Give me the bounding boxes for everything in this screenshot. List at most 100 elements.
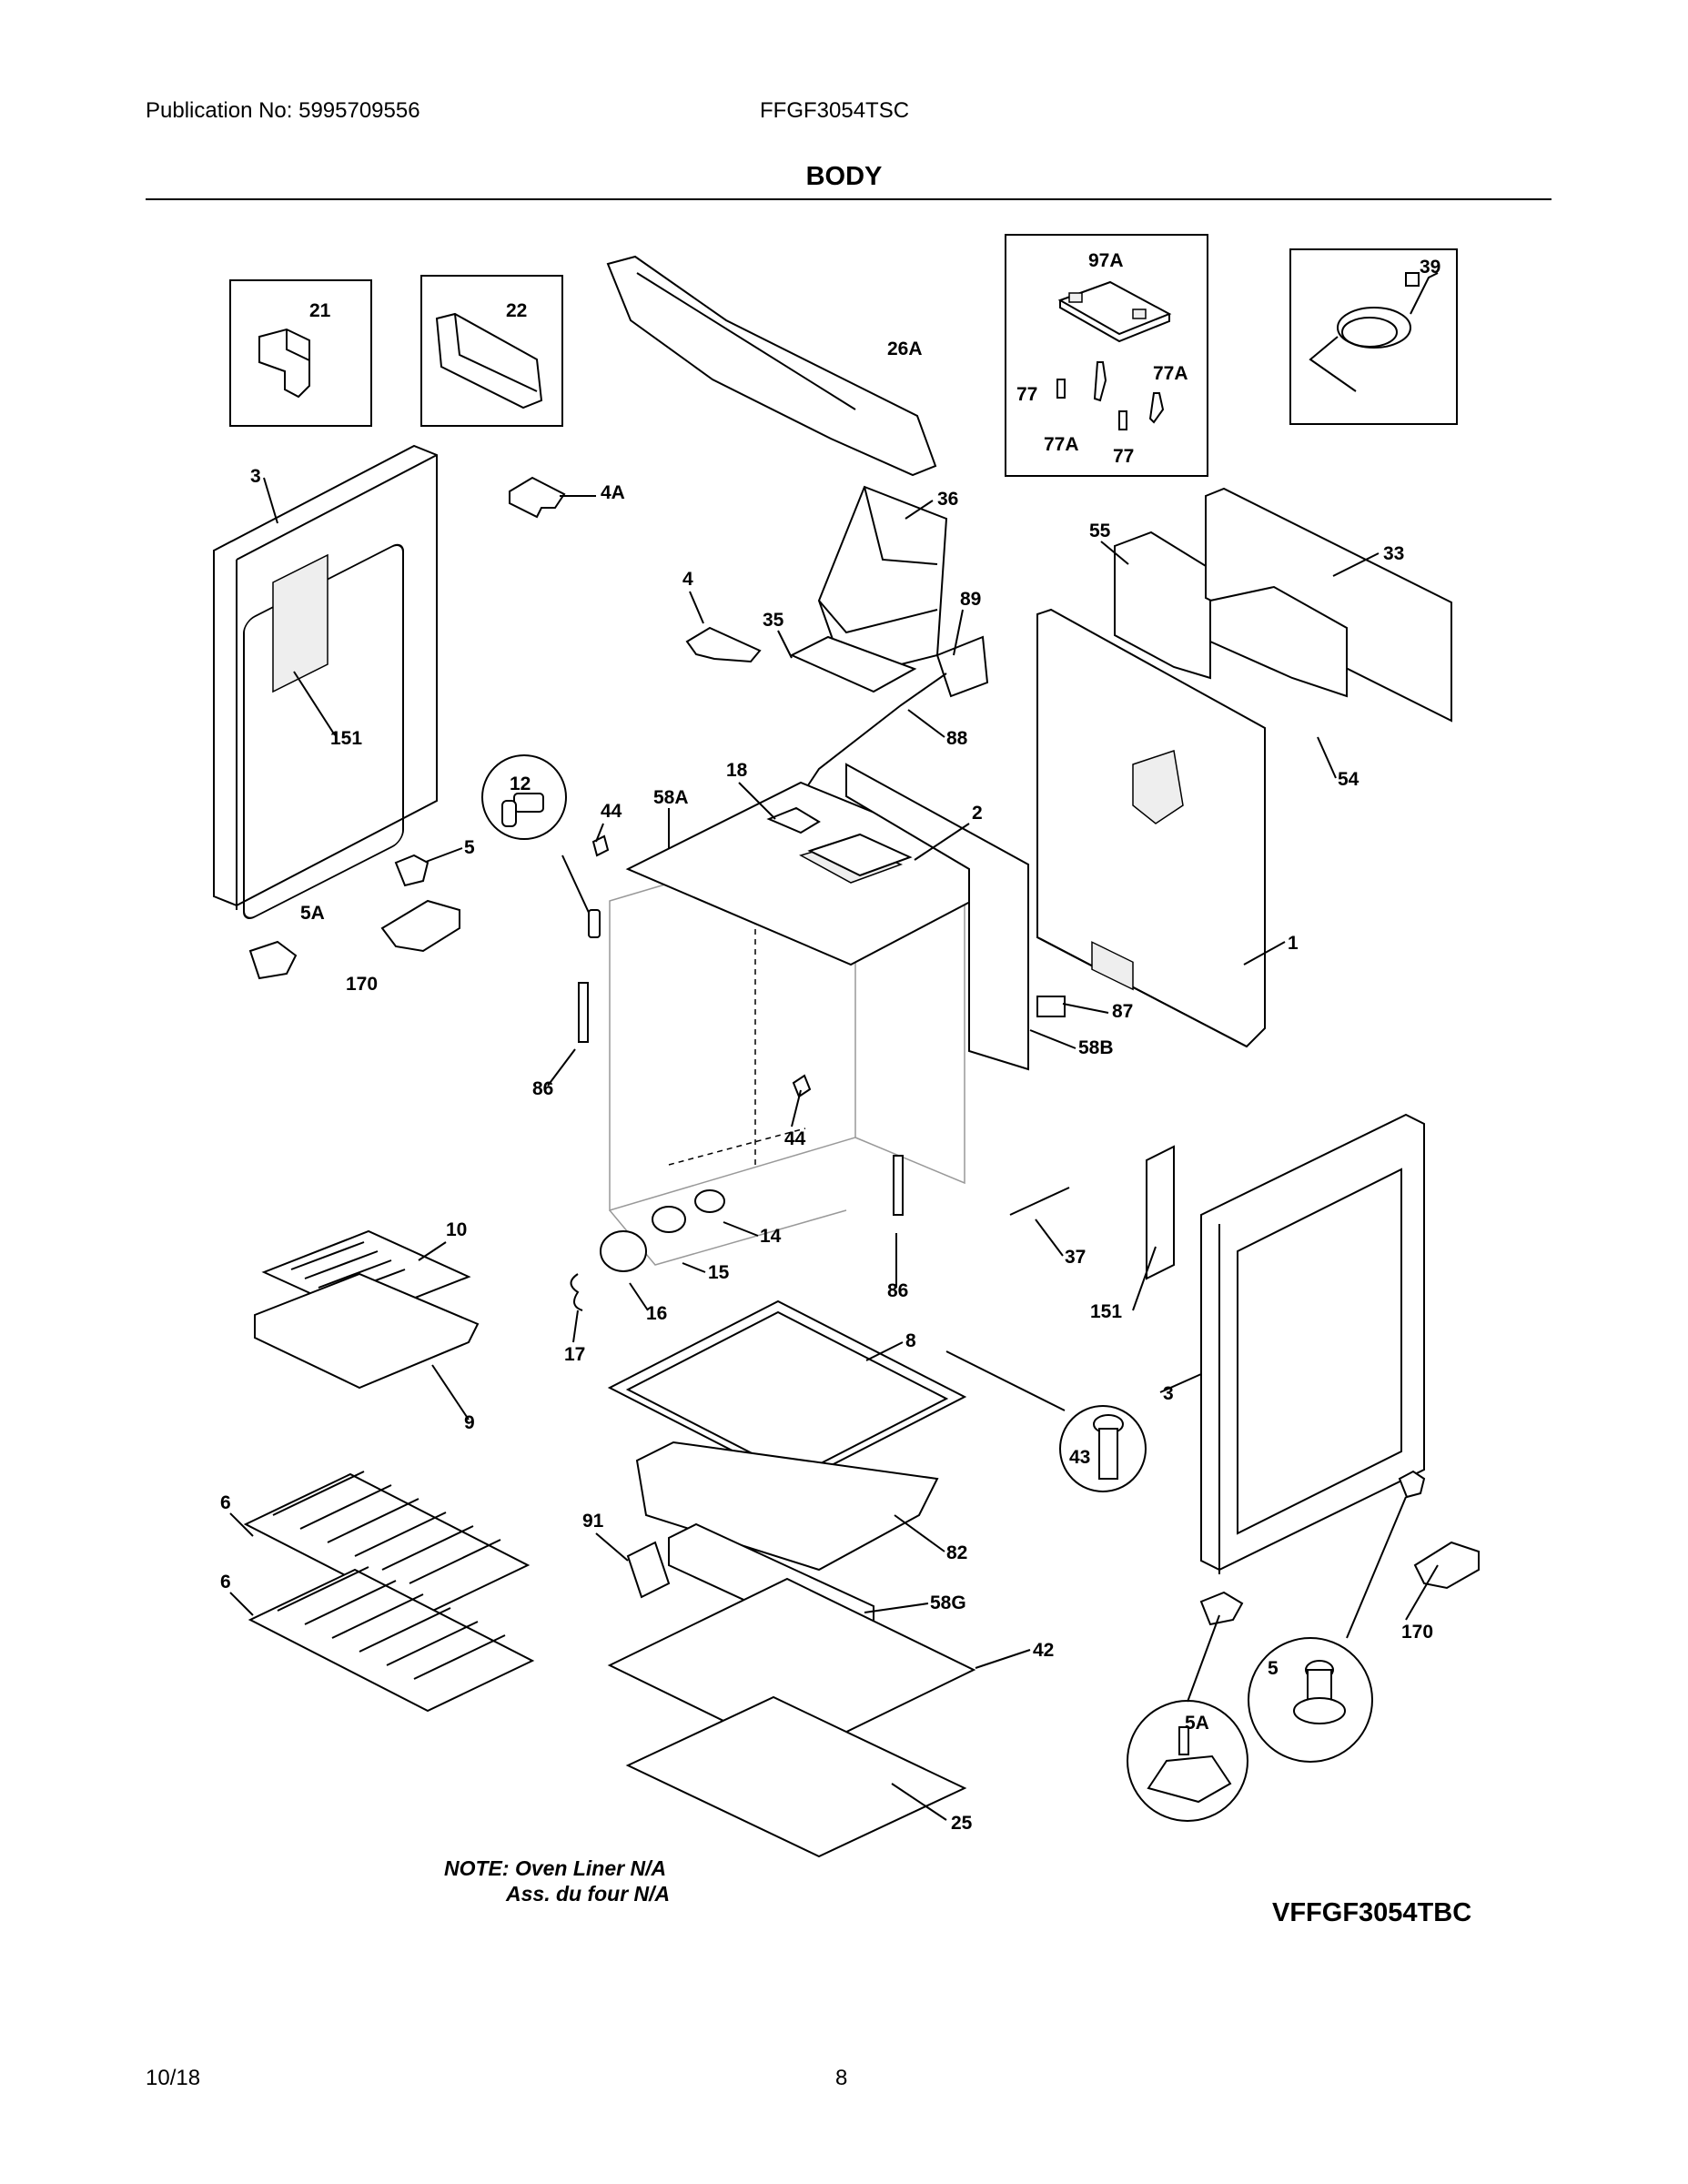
- callout-1: 1: [1288, 933, 1299, 954]
- part-6-rack-lower: [248, 1566, 535, 1713]
- part-97A-board: [1057, 280, 1172, 343]
- callout-54: 54: [1338, 769, 1359, 790]
- callout-36: 36: [937, 489, 958, 510]
- inset-box-39: [1289, 248, 1458, 425]
- callout-97A: 97A: [1088, 250, 1124, 271]
- inset-box-22: [420, 275, 563, 427]
- part-43-leader: [945, 1350, 1066, 1411]
- callout-170-right: 170: [1401, 1622, 1433, 1643]
- callout-39: 39: [1420, 257, 1440, 278]
- callout-4A: 4A: [601, 482, 625, 503]
- callout-5A-left: 5A: [300, 903, 325, 924]
- note-line-2: Ass. du four N/A: [506, 1882, 671, 1906]
- callout-9: 9: [464, 1412, 475, 1433]
- part-88-wire: [800, 672, 947, 797]
- callout-170-left: 170: [346, 974, 378, 995]
- callout-87: 87: [1112, 1001, 1133, 1022]
- part-1-back-panel: [1036, 608, 1266, 1048]
- part-43-screw: [1093, 1414, 1124, 1480]
- callout-89: 89: [960, 589, 981, 610]
- part-12-detail-circle: [481, 754, 567, 840]
- part-58B-insulation: [845, 763, 1029, 1071]
- callout-58A: 58A: [653, 787, 689, 808]
- part-37-icon: [1009, 1187, 1070, 1216]
- callout-22: 22: [506, 300, 527, 321]
- part-82-shield: [635, 1441, 939, 1572]
- callout-14: 14: [760, 1226, 782, 1247]
- inset-box-97A: [1005, 234, 1208, 477]
- part-33-back-panel: [1205, 487, 1452, 723]
- part-5-leveler-right: [1398, 1470, 1426, 1499]
- callout-16: 16: [646, 1303, 667, 1324]
- part-17-clip: [570, 1273, 583, 1311]
- part-26A-bracket: [606, 255, 937, 477]
- part-2-plate: [807, 833, 913, 877]
- part-170-bracket-right: [1413, 1541, 1480, 1590]
- part-87-icon: [1036, 996, 1066, 1017]
- callout-3-left: 3: [250, 466, 261, 487]
- callout-15: 15: [708, 1262, 730, 1283]
- part-5A-foot-right: [1199, 1591, 1244, 1626]
- callout-6-upper: 6: [220, 1492, 231, 1513]
- callout-77-lower: 77: [1113, 446, 1134, 467]
- part-43-detail-circle: [1059, 1405, 1147, 1492]
- callout-43: 43: [1069, 1447, 1090, 1468]
- part-91-bracket: [626, 1541, 671, 1599]
- part-77-spacers: [1056, 361, 1165, 430]
- page-number: 8: [835, 2066, 848, 2090]
- callout-91: 91: [582, 1511, 604, 1532]
- callout-25: 25: [951, 1813, 973, 1834]
- part-5-detail-circle: [1248, 1637, 1373, 1763]
- part-5-leveler-left: [394, 854, 430, 887]
- callout-55: 55: [1089, 521, 1111, 541]
- callout-151-left: 151: [330, 728, 362, 749]
- callout-8: 8: [905, 1330, 916, 1351]
- callout-77A-right: 77A: [1153, 363, 1188, 384]
- callout-77-upper: 77: [1016, 384, 1037, 405]
- page-title: BODY: [805, 162, 883, 191]
- part-16-lens: [600, 1230, 647, 1272]
- callout-17: 17: [564, 1344, 585, 1365]
- part-3-left-side-panel: [213, 444, 438, 919]
- part-5A-leader-right: [1187, 1614, 1220, 1703]
- part-9-broil-pan: [254, 1272, 480, 1390]
- callout-5A-right: 5A: [1185, 1713, 1209, 1734]
- callout-44-lower: 44: [784, 1128, 806, 1149]
- part-4-icon: [685, 626, 762, 663]
- callout-58G: 58G: [930, 1592, 966, 1613]
- callout-35: 35: [763, 610, 784, 631]
- callout-3-right: 3: [1163, 1383, 1174, 1404]
- part-86-bracket-left: [578, 982, 589, 1043]
- callout-leaders: [229, 477, 1439, 1821]
- part-5-leveler-detail: [1293, 1660, 1346, 1724]
- callout-10: 10: [446, 1219, 467, 1240]
- note-line-1: NOTE: Oven Liner N/A: [444, 1856, 667, 1880]
- part-12-icon: [501, 793, 544, 827]
- callout-12: 12: [510, 774, 531, 794]
- callout-26A: 26A: [887, 339, 923, 359]
- part-36-icon: [817, 485, 948, 680]
- part-12-sensor: [588, 909, 601, 938]
- part-44-clip-upper: [591, 834, 610, 857]
- part-170-bracket-left: [380, 899, 460, 953]
- header-rule: [146, 198, 1552, 200]
- callout-18: 18: [726, 760, 748, 781]
- part-21-icon: [258, 328, 310, 399]
- callout-37: 37: [1065, 1247, 1086, 1268]
- callout-151-right: 151: [1090, 1301, 1122, 1322]
- part-12-leader: [561, 854, 591, 915]
- part-86-bracket-right: [893, 1155, 904, 1216]
- part-3-right-side-panel: [1200, 1113, 1425, 1574]
- part-18-icon: [766, 806, 821, 834]
- part-5-leader-right: [1346, 1496, 1407, 1639]
- part-39-cord: [1309, 272, 1439, 392]
- part-35-icon: [789, 635, 917, 693]
- callout-88: 88: [946, 728, 968, 749]
- callout-5-left: 5: [464, 837, 475, 858]
- inset-box-21: [229, 279, 372, 427]
- part-55-icon: [1114, 531, 1211, 680]
- part-4A-icon: [509, 476, 566, 519]
- callout-6-lower: 6: [220, 1572, 231, 1592]
- footer-date: 10/18: [146, 2066, 201, 2090]
